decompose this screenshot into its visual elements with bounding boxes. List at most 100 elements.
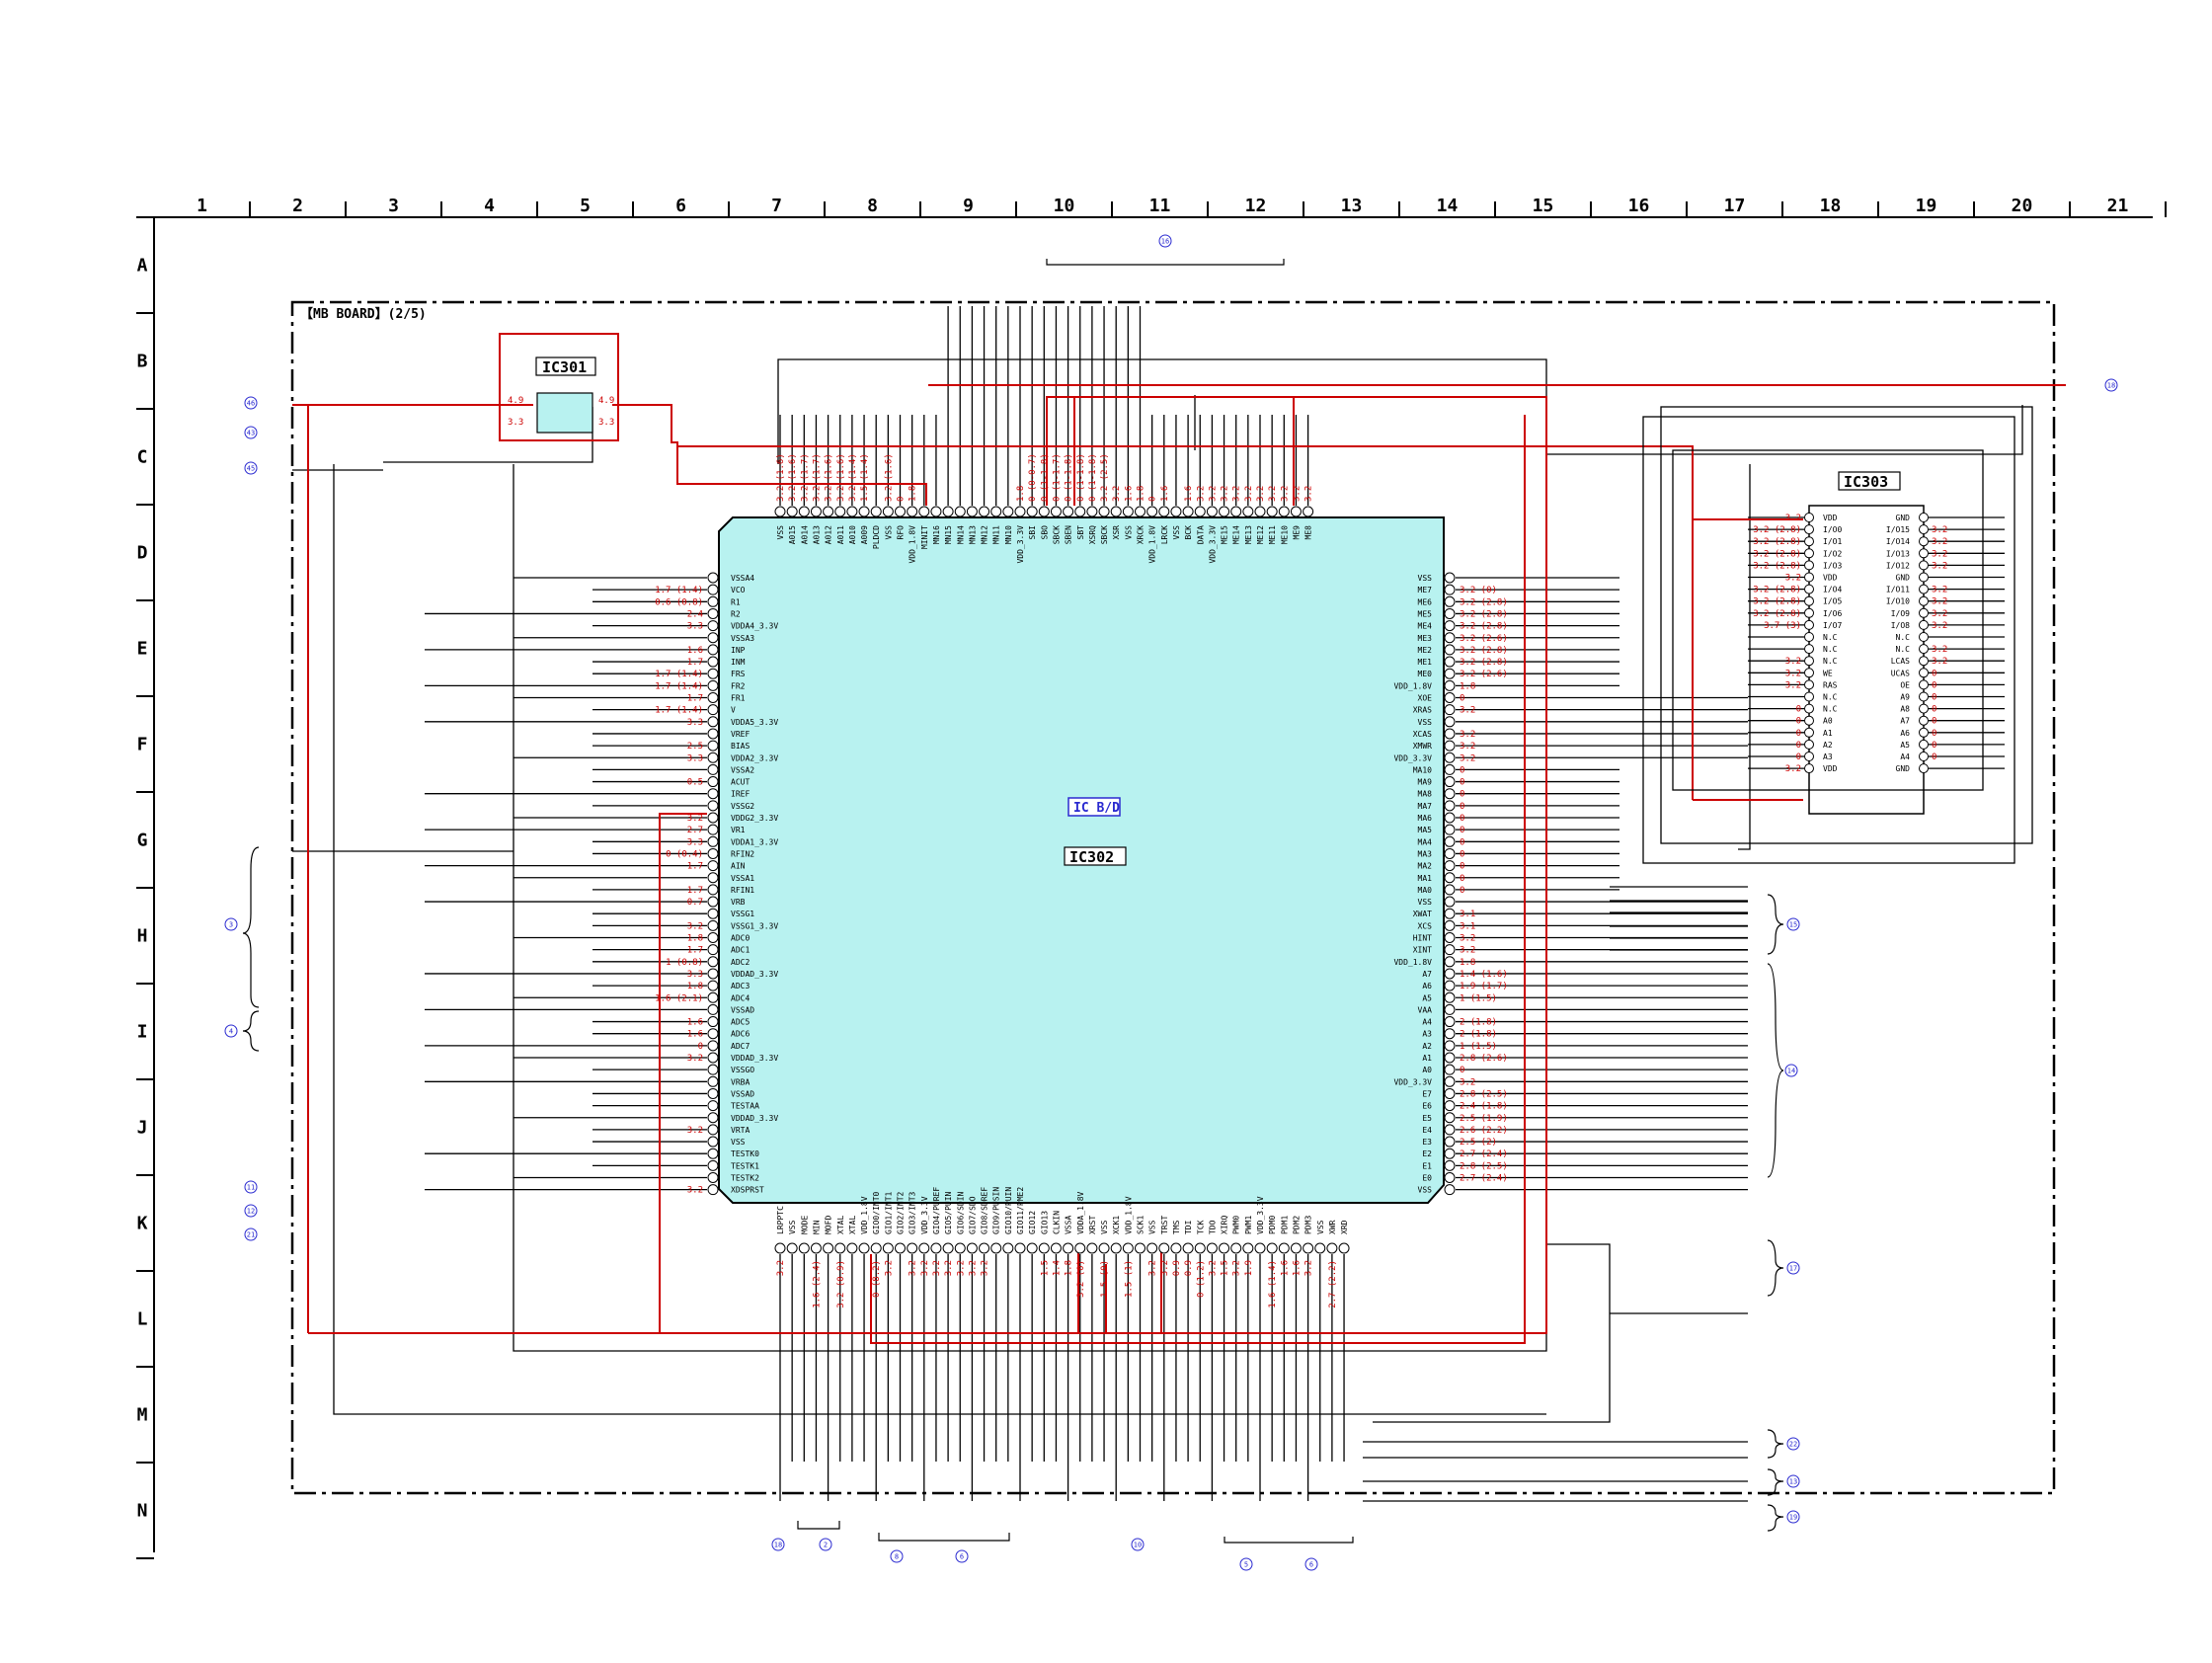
ic302-bottom-pin (1230, 1242, 1242, 1254)
ic303-right-pin-label: I/O14 (1886, 537, 1910, 546)
ic302-right-voltage: 1.8 (1460, 958, 1475, 968)
ic303-left-pin (1804, 548, 1814, 559)
ic303-left-pin-label: N.C (1823, 705, 1838, 714)
ic302-top-pin (786, 506, 798, 517)
ic302-top-pin (1266, 506, 1278, 517)
ic302-left-voltage: 3.2 (687, 814, 703, 824)
ic302-top-pin (774, 506, 786, 517)
row-label: E (137, 639, 148, 660)
ic302-right-pin-label: ME7 (1418, 586, 1433, 594)
ic302-right-pin (1444, 1016, 1456, 1028)
signal-trace (1373, 1243, 1611, 1423)
ic302-bottom-voltage: 1.9 (1244, 1260, 1254, 1276)
ic302-right-pin (1444, 1124, 1456, 1136)
ic302-left-pin (707, 908, 719, 919)
ic302-right-pin (1444, 1148, 1456, 1159)
ic302-bottom-pin-label: XTAL (848, 1216, 857, 1234)
ic303-left-voltage: 3.2 (2.8) (1753, 525, 1801, 535)
ic302-right-voltage: 2.8 (2.6) (1460, 1054, 1508, 1064)
ic302-right-pin (1444, 1159, 1456, 1171)
ic302-bottom-voltage: 1.6 (1292, 1260, 1302, 1276)
ic302-left-pin-label: TESTAA (731, 1102, 759, 1111)
ic302-right-pin-label: MA5 (1418, 826, 1433, 834)
ic303-right-pin (1919, 668, 1929, 678)
ic302-right-pin-label: VAA (1418, 1005, 1433, 1014)
ic303-left-voltage: 0 (1796, 717, 1801, 727)
ic302-right-pin (1444, 584, 1456, 595)
ic302-right-voltage: 3.2 (2.8) (1460, 622, 1508, 632)
ic303-right-pin (1919, 752, 1929, 761)
ic302-bottom-voltage: 1.4 (1052, 1260, 1062, 1276)
ic302-bottom-pin (1242, 1242, 1254, 1254)
ic302-right-voltage: 3.2 (1460, 742, 1475, 752)
ic302-right-voltage: 0 (1460, 837, 1464, 847)
ic302-right-pin (1444, 835, 1456, 847)
ic302-right-pin (1444, 980, 1456, 991)
ic302-top-pin-label: SBT (1076, 525, 1085, 540)
ic302-left-pin (707, 1100, 719, 1112)
ic303-left-voltage: 3.2 (2.8) (1753, 537, 1801, 547)
ic302-right-pin (1444, 872, 1456, 884)
ic303-right-voltage: 0 (1932, 752, 1936, 762)
ic302-right-pin-label: ME5 (1418, 609, 1433, 618)
ic302-left-pin (707, 884, 719, 896)
ic302-left-pin-label: VSSA4 (731, 574, 754, 583)
column-label: 19 (1916, 196, 1937, 216)
signal-trace (1738, 464, 1751, 850)
ic302-top-voltage: 1.6 (1160, 486, 1170, 502)
ic302-bottom-voltage: 0 (8.2) (872, 1260, 882, 1298)
reference-circle (2104, 378, 2118, 392)
ic301-voltage: 3.3 (598, 418, 614, 428)
column-label: 11 (1149, 196, 1171, 216)
ic303-right-voltage: 3.2 (1932, 645, 1947, 655)
ic302-left-pin (707, 800, 719, 812)
ic302-right-pin (1444, 1087, 1456, 1099)
ic302-bottom-pin (1110, 1242, 1122, 1254)
column-label: 17 (1724, 196, 1746, 216)
ic302-bottom-pin-label: GIO0/INT0 (872, 1191, 881, 1234)
ic302-bottom-pin-label: VDD_3.3V (920, 1196, 929, 1234)
reference-circle (1784, 1064, 1798, 1077)
ic302-top-pin-label: MN12 (981, 525, 989, 544)
ic302-bottom-voltage: 3.2 (944, 1260, 954, 1276)
ic302-right-pin (1444, 800, 1456, 812)
ic302-right-pin (1444, 1184, 1456, 1196)
ic302-top-pin (834, 506, 846, 517)
ic302-top-pin (979, 506, 990, 517)
ic302-bottom-voltage: 3.2 (1232, 1260, 1242, 1276)
ic302-bottom-pin-label: GIO5/PUIN (944, 1191, 953, 1234)
ic302-bottom-voltage: 1.5 (1221, 1260, 1230, 1276)
column-label: 12 (1245, 196, 1267, 216)
ic302-bottom-voltage: 3.2 (1208, 1260, 1218, 1276)
ic303-left-voltage: 3.2 (1785, 680, 1801, 690)
ic302-top-voltage: 3.2 (1196, 486, 1206, 502)
column-label: 2 (292, 196, 303, 216)
ic302-bottom-pin-label: GIO11/PME2 (1016, 1187, 1025, 1234)
ic302-left-pin-label: VSSG2 (731, 802, 754, 811)
ic302-right-pin (1444, 812, 1456, 824)
ic302-bottom-pin-label: PWM0 (1232, 1216, 1241, 1234)
ic302-left-pin-label: VDDAD_3.3V (731, 1054, 778, 1063)
ic303-left-pin (1804, 656, 1814, 667)
ic303-left-voltage: 3.2 (1785, 514, 1801, 523)
ic302-right-pin-label: ME4 (1418, 622, 1433, 631)
ic302-bottom-pin-label: GIO3/INT3 (908, 1191, 917, 1234)
reference-circle (224, 917, 238, 931)
ic302-left-pin (707, 572, 719, 584)
ic302-top-pin (1303, 506, 1314, 517)
ic302-left-pin (707, 1184, 719, 1196)
grid-ruler (136, 216, 2153, 1552)
ic302-left-voltage: 3.2 (687, 921, 703, 931)
ic302-top-pin-label: VSS (1172, 525, 1181, 540)
ic302-top-pin-label: ME8 (1304, 525, 1313, 540)
ic303-left-pin-label: I/O3 (1823, 561, 1842, 570)
column-label: 3 (388, 196, 399, 216)
ic302-left-voltage: 3.3 (687, 753, 703, 763)
ic302-bottom-pin (810, 1242, 822, 1254)
ic303-left-pin-label: I/O2 (1823, 549, 1842, 558)
ic303-right-pin-label: LCAS (1891, 657, 1910, 666)
column-label: 9 (963, 196, 974, 216)
ic302-left-pin-label: VDDA4_3.3V (731, 622, 778, 631)
column-label: 13 (1341, 196, 1363, 216)
